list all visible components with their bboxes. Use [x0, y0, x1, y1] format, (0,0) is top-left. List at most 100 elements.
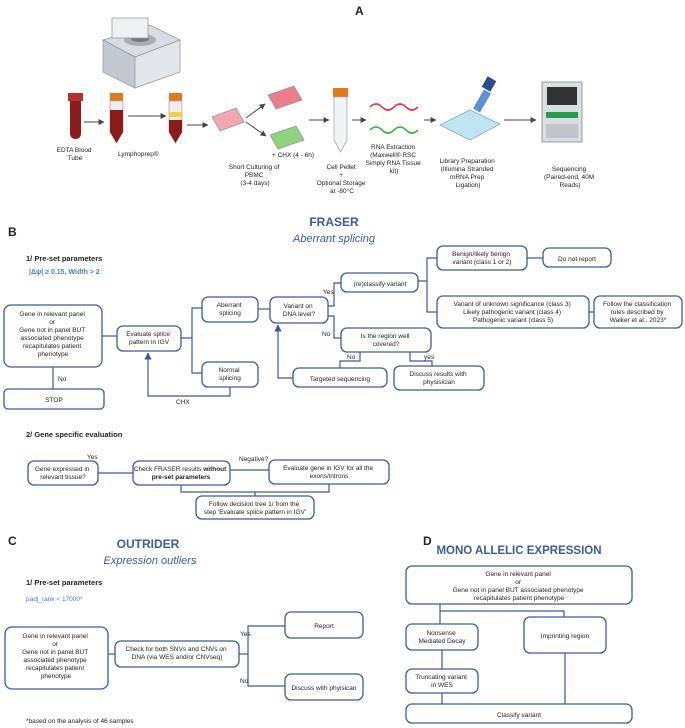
b-yes3-label: yes	[424, 354, 435, 361]
b-targeted-text: Targeted sequencing	[310, 376, 371, 383]
b-follow-text: Follow the classification rules describe…	[603, 301, 673, 324]
b-check-box	[132, 460, 231, 486]
b-aberrant-text: Aberrant splicing	[217, 302, 244, 317]
b-targeted-loop	[274, 324, 293, 379]
b-line-aberrant	[181, 307, 202, 339]
mae-title: MONO ALLELIC EXPRESSION	[436, 545, 601, 557]
b-yes4-label: Yes	[87, 454, 98, 461]
rna-label: RNA Extraction (Maxwell® RSC Simply RNA …	[365, 144, 422, 175]
b-section1-heading: 1/ Pre-set parameters	[26, 254, 102, 263]
b-evalgene-text: Evaluate gene in IGV for all the exons/i…	[283, 465, 375, 480]
d-truncating-text: Truncating variant in WES	[415, 674, 469, 689]
b-reclassify-box	[340, 272, 419, 293]
d-imprinting-text: Imprinting region	[541, 633, 590, 640]
panel-b-letter: B	[8, 225, 17, 239]
b-params: |Δψ| ≥ 0.15, Width > 2	[29, 269, 100, 276]
pellet-label: Cell Pellet + Optional Storage at -80°C	[317, 164, 368, 195]
b-line-vus	[426, 281, 437, 313]
fraser-title: FRASER	[309, 215, 359, 229]
centrifuge-icon	[101, 17, 181, 89]
c-line-report	[239, 625, 285, 655]
b-stop-text: STOP	[45, 397, 63, 404]
arrow-a4	[245, 103, 266, 119]
blood-tube-icon	[68, 93, 83, 139]
b-evaluate-text: Evaluate splice pattern in IGV	[126, 331, 172, 346]
c-check-text: Check for both SNVs and CNVs on DNA (via…	[126, 646, 229, 661]
culture-flask-icon	[211, 107, 245, 132]
d-nmd-text: Nonsense Mediated Decay	[419, 630, 467, 645]
d-nmd-box	[405, 623, 479, 651]
b-line-no	[328, 315, 341, 339]
c-gene-box	[4, 626, 109, 690]
d-gene-box	[405, 565, 633, 605]
culture-label: Short Culturing of PBMC (3-4 days)	[229, 164, 281, 187]
flask-green-icon	[269, 125, 305, 150]
library-prep-pipette-icon	[439, 76, 501, 141]
c-line-discuss	[247, 654, 285, 687]
b-no3-label: No	[347, 354, 356, 361]
outrider-title: OUTRIDER	[117, 537, 180, 551]
b-dnr-text: Do not report	[558, 256, 596, 263]
b-gene-box-text: Gene in relevant panel or Gene not in pa…	[19, 311, 87, 358]
b-reclassify-text: (re)classify variant	[354, 281, 407, 288]
falcon-tube-icon	[333, 88, 348, 153]
fraser-subtitle: Aberrant splicing	[292, 233, 376, 245]
c-no-label: No	[240, 678, 249, 685]
b-tree-box	[195, 495, 315, 520]
arrow-a5	[245, 121, 267, 137]
b-yes-label: Yes	[323, 289, 334, 296]
c-discuss-text: Discuss with phyisican	[291, 685, 356, 692]
outrider-subtitle: Expression outliers	[104, 555, 197, 567]
edta-label: EDTA Blood Tube	[57, 147, 94, 162]
b-negative-label: Negative?	[239, 456, 269, 463]
library-label: Library Preparation (Illumina Stranded m…	[439, 158, 496, 189]
b-variant-box	[269, 296, 329, 324]
b-dnr-box	[542, 247, 612, 268]
panel-d-letter: D	[423, 534, 432, 548]
b-no2-label: No	[322, 331, 331, 338]
chx-time-label: + CHX (4 - 6h)	[272, 152, 314, 159]
b-variant-text: Variant on DNA level?	[283, 303, 316, 318]
c-gene-box-text: Gene in relevant panel or Gene not in pa…	[22, 633, 90, 680]
c-yes-label: Yes	[240, 631, 251, 638]
rna-green-wave-icon	[369, 126, 419, 134]
lymphoprep-tube-icon	[109, 93, 124, 144]
c-discuss-box	[284, 673, 364, 701]
c-report-text: Report	[314, 623, 334, 630]
b-line-targeted	[339, 352, 361, 368]
b-line-yes	[328, 282, 341, 307]
b-line-normal	[191, 338, 202, 374]
panel-a-letter: A	[355, 4, 364, 18]
b-section2-heading: 2/ Gene specific evaluation	[26, 430, 123, 439]
b-chx-label: CHX	[176, 399, 190, 406]
b-line-discuss	[409, 352, 433, 366]
d-line-split	[439, 604, 565, 617]
lymphoprep-label: Lymphoprep®	[118, 150, 159, 158]
b-benign-text: Benign/likely benign variant (class 1 or…	[452, 251, 512, 266]
panel-c-letter: C	[8, 534, 17, 548]
d-truncating-box	[405, 668, 479, 694]
b-check-text: Check FRASER results without pre-set par…	[134, 466, 228, 481]
b-benign-box	[436, 245, 528, 271]
d-gene-box-text: Gene in relevant panel or Gene not in pa…	[453, 571, 586, 602]
flask-red-icon	[267, 85, 303, 110]
separated-tube-icon	[168, 93, 183, 144]
b-normal-text: Normal splicing	[219, 367, 242, 382]
c-params: padj_rank < 17000*	[26, 596, 83, 603]
b-stop-box	[3, 388, 105, 410]
d-classify-box	[405, 703, 633, 724]
b-no-label: No	[58, 376, 67, 383]
sequencing-label: Sequencing (Paired-end, 40M Reads)	[544, 166, 596, 189]
b-covered-box	[340, 327, 432, 353]
c-footnote: *based on the analysis of 46 samples	[26, 718, 134, 725]
c-report-box	[284, 611, 364, 639]
b-discuss-box	[393, 365, 485, 391]
b-line-benign	[418, 257, 437, 282]
b-vus-text: Variant of unknown significance (class 3…	[453, 301, 572, 324]
b-tree-text: Follow decision tree 1/ from the step 'E…	[204, 501, 306, 516]
b-chx-loop	[144, 352, 231, 397]
d-classify-text: Classify variant	[497, 712, 541, 719]
sequencer-icon	[541, 81, 583, 143]
